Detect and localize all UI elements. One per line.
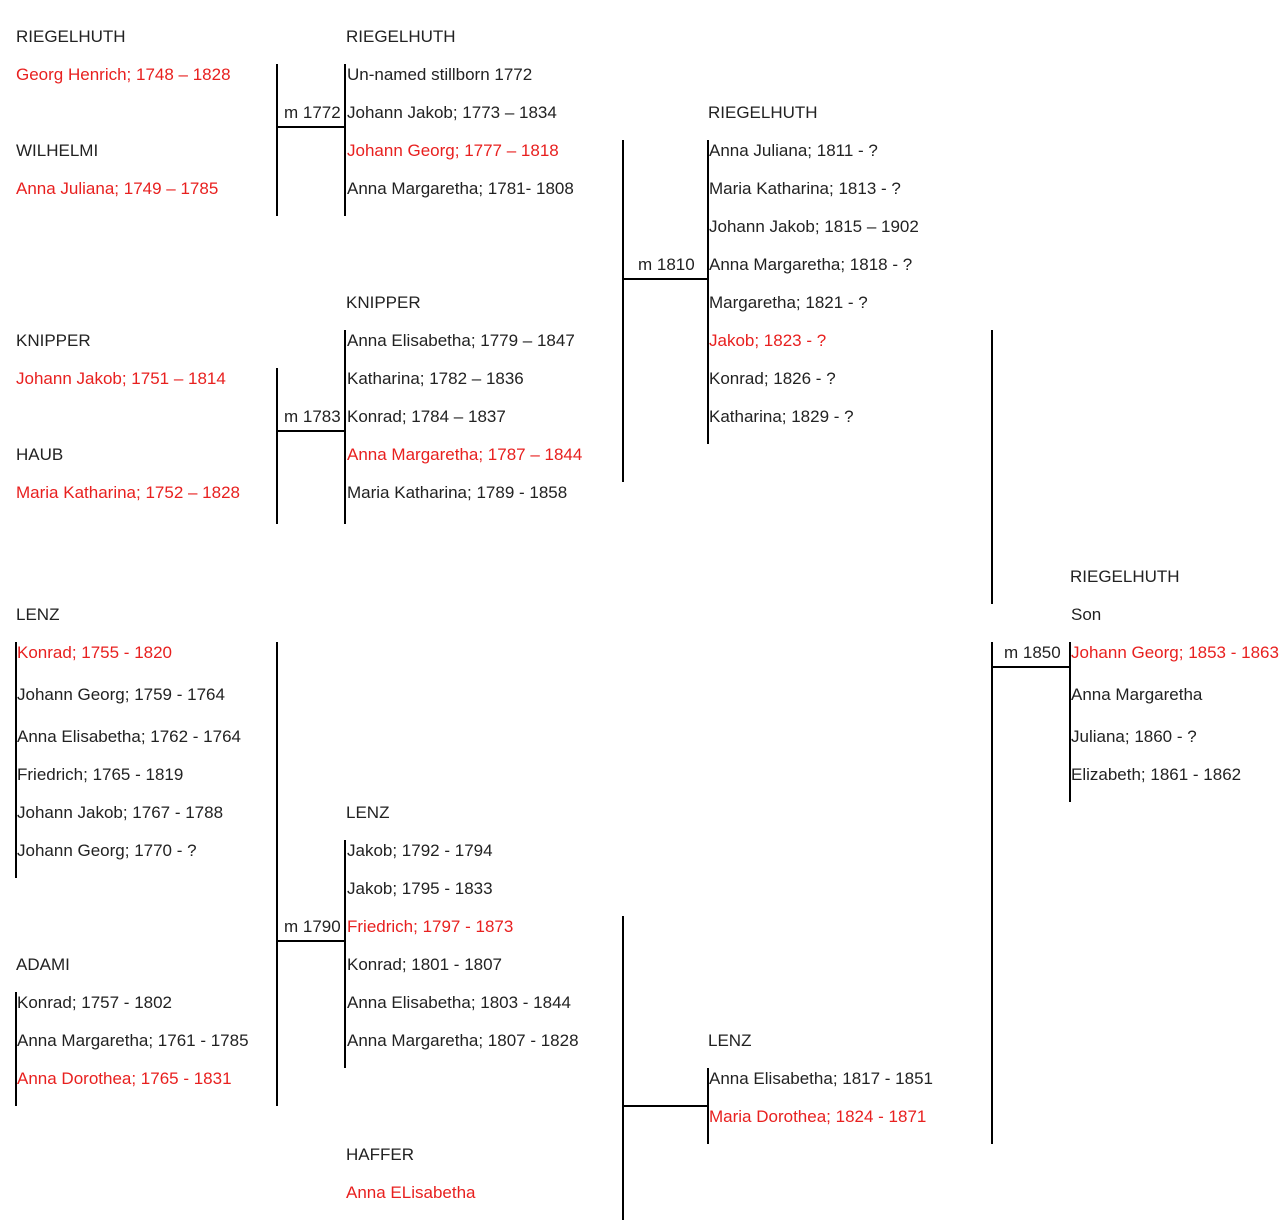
lenz-g3-child: Anna Elisabetha; 1817 - 1851 bbox=[709, 1069, 934, 1088]
surname-riegelhuth-g4: RIEGELHUTH bbox=[1070, 567, 1180, 586]
surname-knipper-g1: KNIPPER bbox=[16, 331, 91, 350]
riegelhuth-g4-child: Elizabeth; 1861 - 1862 bbox=[1071, 765, 1242, 784]
person-maria-katharina-haub: Maria Katharina; 1752 – 1828 bbox=[16, 483, 240, 502]
lenz-g1-child: Konrad; 1755 - 1820 bbox=[17, 643, 173, 662]
person-johann-jakob-knipper: Johann Jakob; 1751 – 1814 bbox=[16, 369, 226, 388]
riegelhuth-g4-sibling-bar bbox=[1069, 642, 1071, 802]
lenz-g3-child: Maria Dorothea; 1824 - 1871 bbox=[709, 1107, 927, 1126]
knipper-g2-child: Maria Katharina; 1789 - 1858 bbox=[347, 483, 568, 502]
riegelhuth-g3-child: Jakob; 1823 - ? bbox=[709, 331, 827, 350]
riegelhuth-g3-child: Margaretha; 1821 - ? bbox=[709, 293, 868, 312]
riegelhuth-g3-sibling-bar bbox=[707, 140, 709, 444]
surname-knipper-g2: KNIPPER bbox=[346, 293, 421, 312]
riegelhuth-g3-child: Anna Juliana; 1811 - ? bbox=[709, 141, 878, 160]
adami-sibling-bar bbox=[15, 992, 17, 1106]
couple-bar-1810 bbox=[622, 140, 624, 482]
surname-haub: HAUB bbox=[16, 445, 64, 464]
marriage-year-1810: m 1810 bbox=[638, 255, 695, 274]
knipper-g2-child: Konrad; 1784 – 1837 bbox=[347, 407, 506, 426]
surname-haffer: HAFFER bbox=[346, 1145, 414, 1164]
lenz-g1-child: Johann Jakob; 1767 - 1788 bbox=[17, 803, 224, 822]
lenz-g2-child: Jakob; 1792 - 1794 bbox=[347, 841, 493, 860]
riegelhuth-g2-child: Anna Margaretha; 1781- 1808 bbox=[347, 179, 574, 198]
lenz-g2-child: Anna Margaretha; 1807 - 1828 bbox=[347, 1031, 579, 1050]
riegelhuth-g4-child: Son bbox=[1071, 605, 1102, 624]
adami-child: Anna Dorothea; 1765 - 1831 bbox=[17, 1069, 232, 1088]
adami-child: Anna Margaretha; 1761 - 1785 bbox=[17, 1031, 249, 1050]
lenz-g1-child: Johann Georg; 1770 - ? bbox=[17, 841, 197, 860]
marriage-line-1790 bbox=[277, 940, 346, 942]
marriage-year-1783: m 1783 bbox=[284, 407, 341, 426]
surname-lenz-g2: LENZ bbox=[346, 803, 390, 822]
riegelhuth-g2-sibling-bar bbox=[344, 64, 346, 216]
riegelhuth-g4-child: Juliana; 1860 - ? bbox=[1071, 727, 1197, 746]
person-anna-elisabetha-haffer: Anna ELisabetha bbox=[346, 1183, 476, 1202]
lenz-g2-child: Konrad; 1801 - 1807 bbox=[347, 955, 503, 974]
riegelhuth-g3-child: Katharina; 1829 - ? bbox=[709, 407, 854, 426]
surname-adami: ADAMI bbox=[16, 955, 70, 974]
marriage-line-1783 bbox=[277, 430, 346, 432]
knipper-g2-child: Katharina; 1782 – 1836 bbox=[347, 369, 524, 388]
marriage-line-1772 bbox=[277, 126, 346, 128]
adami-child: Konrad; 1757 - 1802 bbox=[17, 993, 173, 1012]
riegelhuth-g3-child: Konrad; 1826 - ? bbox=[709, 369, 836, 388]
lenz-g1-child: Friedrich; 1765 - 1819 bbox=[17, 765, 184, 784]
lenz-g1-sibling-bar bbox=[15, 642, 17, 878]
marriage-line-1810 bbox=[623, 278, 709, 280]
lenz-g2-child: Jakob; 1795 - 1833 bbox=[347, 879, 493, 898]
surname-lenz-g3: LENZ bbox=[708, 1031, 752, 1050]
couple-bar-1850-upper bbox=[991, 330, 993, 604]
riegelhuth-g3-child: Anna Margaretha; 1818 - ? bbox=[709, 255, 913, 274]
lenz-g3-sibling-bar bbox=[707, 1068, 709, 1144]
lenz-g2-sibling-bar bbox=[344, 840, 346, 1068]
person-anna-juliana-wilhelmi: Anna Juliana; 1749 – 1785 bbox=[16, 179, 219, 198]
riegelhuth-g2-child: Johann Jakob; 1773 – 1834 bbox=[347, 103, 557, 122]
couple-bar-1783 bbox=[276, 368, 278, 524]
marriage-year-1772: m 1772 bbox=[284, 103, 341, 122]
couple-bar-lenz-haffer bbox=[622, 916, 624, 1220]
surname-riegelhuth-g3: RIEGELHUTH bbox=[708, 103, 818, 122]
riegelhuth-g3-child: Johann Jakob; 1815 – 1902 bbox=[709, 217, 919, 236]
marriage-year-1850: m 1850 bbox=[1004, 643, 1061, 662]
riegelhuth-g2-child: Un-named stillborn 1772 bbox=[347, 65, 533, 84]
lenz-g1-child: Johann Georg; 1759 - 1764 bbox=[17, 685, 225, 704]
riegelhuth-g4-child: Anna Margaretha bbox=[1071, 685, 1203, 704]
riegelhuth-g4-child: Johann Georg; 1853 - 1863 bbox=[1071, 643, 1279, 662]
marriage-year-1790: m 1790 bbox=[284, 917, 341, 936]
surname-riegelhuth-g1: RIEGELHUTH bbox=[16, 27, 126, 46]
knipper-g2-sibling-bar bbox=[344, 330, 346, 524]
marriage-line-1850 bbox=[992, 666, 1071, 668]
surname-wilhelmi: WILHELMI bbox=[16, 141, 99, 160]
riegelhuth-g3-child: Maria Katharina; 1813 - ? bbox=[709, 179, 901, 198]
couple-bar-1772 bbox=[276, 64, 278, 216]
lenz-g2-child: Friedrich; 1797 - 1873 bbox=[347, 917, 514, 936]
couple-bar-1850-lower bbox=[991, 642, 993, 1144]
person-georg-henrich: Georg Henrich; 1748 – 1828 bbox=[16, 65, 231, 84]
marriage-line-lenz-haffer bbox=[623, 1105, 709, 1107]
knipper-g2-child: Anna Elisabetha; 1779 – 1847 bbox=[347, 331, 575, 350]
knipper-g2-child: Anna Margaretha; 1787 – 1844 bbox=[347, 445, 583, 464]
surname-riegelhuth-g2: RIEGELHUTH bbox=[346, 27, 456, 46]
lenz-g1-child: Anna Elisabetha; 1762 - 1764 bbox=[17, 727, 242, 746]
surname-lenz-g1: LENZ bbox=[16, 605, 60, 624]
lenz-g2-child: Anna Elisabetha; 1803 - 1844 bbox=[347, 993, 572, 1012]
riegelhuth-g2-child: Johann Georg; 1777 – 1818 bbox=[347, 141, 559, 160]
couple-bar-1790 bbox=[276, 642, 278, 1106]
